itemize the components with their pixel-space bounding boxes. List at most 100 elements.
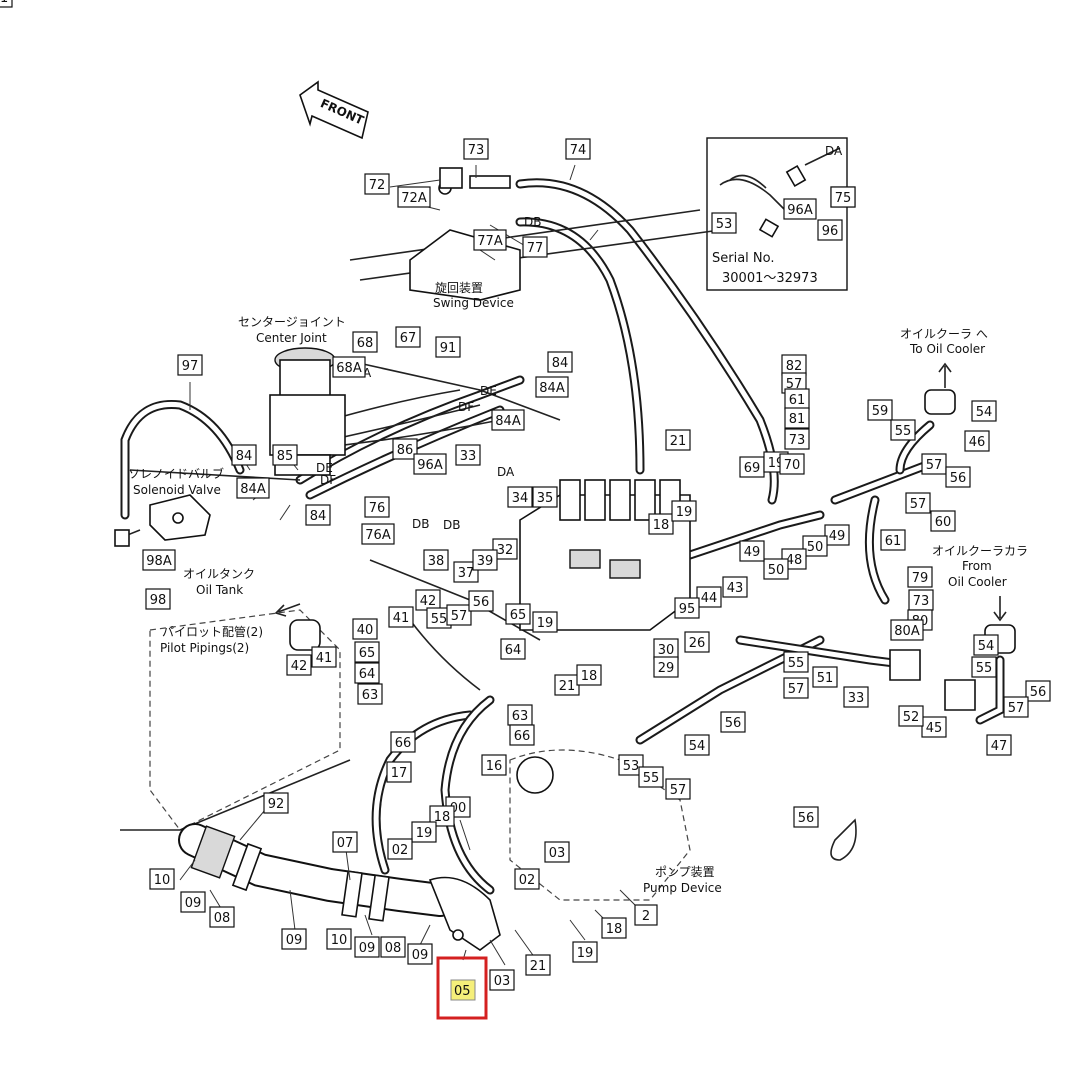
part-callout[interactable]: 18 xyxy=(429,805,455,827)
part-callout[interactable]: 77 xyxy=(522,236,548,258)
part-callout[interactable]: 96A xyxy=(783,198,817,220)
part-callout[interactable]: 56 xyxy=(1025,680,1051,702)
part-callout[interactable]: 56 xyxy=(793,806,819,828)
part-callout[interactable]: 92 xyxy=(263,792,289,814)
part-callout[interactable]: 98 xyxy=(145,588,171,610)
part-callout[interactable]: 57 xyxy=(921,453,947,475)
part-callout[interactable]: 52 xyxy=(898,705,924,727)
part-callout[interactable]: 01 xyxy=(0,0,13,8)
part-callout[interactable]: 02 xyxy=(514,868,540,890)
part-callout[interactable]: 98A xyxy=(142,549,176,571)
part-callout[interactable]: 50 xyxy=(763,558,789,580)
part-callout[interactable]: 47 xyxy=(986,734,1012,756)
part-callout[interactable]: 84 xyxy=(231,444,257,466)
part-callout[interactable]: 54 xyxy=(971,400,997,422)
part-callout[interactable]: 70 xyxy=(779,453,805,475)
part-callout[interactable]: 77A xyxy=(473,229,507,251)
part-callout[interactable]: 54 xyxy=(973,634,999,656)
part-callout[interactable]: 63 xyxy=(507,704,533,726)
part-callout[interactable]: 10 xyxy=(326,928,352,950)
part-callout[interactable]: 44 xyxy=(696,586,722,608)
part-callout[interactable]: 80A xyxy=(890,619,924,641)
part-callout[interactable]: 67 xyxy=(395,326,421,348)
part-callout[interactable]: 95 xyxy=(674,597,700,619)
part-callout[interactable]: 69 xyxy=(739,456,765,478)
part-callout[interactable]: 45 xyxy=(921,716,947,738)
part-callout[interactable]: 19 xyxy=(572,941,598,963)
part-callout[interactable]: 53 xyxy=(711,212,737,234)
part-callout[interactable]: 55 xyxy=(971,656,997,678)
part-callout[interactable]: 07 xyxy=(332,831,358,853)
part-callout[interactable]: 2 xyxy=(634,904,658,926)
part-callout[interactable]: 03 xyxy=(544,841,570,863)
part-callout[interactable]: 19 xyxy=(532,611,558,633)
part-callout[interactable]: 39 xyxy=(472,549,498,571)
part-callout[interactable]: 26 xyxy=(684,631,710,653)
part-callout[interactable]: 65 xyxy=(354,641,380,663)
part-callout[interactable]: 19 xyxy=(411,821,437,843)
part-callout[interactable]: 33 xyxy=(843,686,869,708)
part-callout[interactable]: 64 xyxy=(354,662,380,684)
part-callout[interactable]: 82 xyxy=(781,354,807,376)
part-callout[interactable]: 09 xyxy=(281,928,307,950)
part-callout[interactable]: 59 xyxy=(867,399,893,421)
part-callout[interactable]: 68A xyxy=(332,356,366,378)
part-callout[interactable]: 21 xyxy=(525,954,551,976)
part-callout[interactable]: 66 xyxy=(390,731,416,753)
part-callout[interactable]: 56 xyxy=(720,711,746,733)
part-callout[interactable]: 57 xyxy=(665,778,691,800)
part-callout[interactable]: 57 xyxy=(905,492,931,514)
part-callout[interactable]: 37 xyxy=(453,561,479,583)
part-callout[interactable]: 17 xyxy=(386,761,412,783)
part-callout[interactable]: 66 xyxy=(509,724,535,746)
part-callout[interactable]: 76A xyxy=(361,523,395,545)
part-callout[interactable]: 91 xyxy=(435,336,461,358)
part-callout[interactable]: 61 xyxy=(880,529,906,551)
part-callout[interactable]: 73 xyxy=(784,428,810,450)
part-callout[interactable]: 85 xyxy=(272,444,298,466)
part-callout[interactable]: 21 xyxy=(554,674,580,696)
part-callout[interactable]: 84 xyxy=(305,504,331,526)
part-callout[interactable]: 18 xyxy=(648,513,674,535)
part-callout[interactable]: 34 xyxy=(507,486,533,508)
part-callout[interactable]: 19 xyxy=(671,500,697,522)
part-callout[interactable]: 57 xyxy=(446,604,472,626)
part-callout[interactable]: 41 xyxy=(311,646,337,668)
part-callout[interactable]: 54 xyxy=(684,734,710,756)
part-callout[interactable]: 81 xyxy=(784,407,810,429)
part-callout[interactable]: 75 xyxy=(830,186,856,208)
part-callout[interactable]: 68 xyxy=(352,331,378,353)
part-callout[interactable]: 84 xyxy=(547,351,573,373)
part-callout[interactable]: 60 xyxy=(930,510,956,532)
part-callout[interactable]: 46 xyxy=(964,430,990,452)
part-callout[interactable]: 49 xyxy=(739,540,765,562)
part-callout[interactable]: 03 xyxy=(489,969,515,991)
part-callout[interactable]: 57 xyxy=(781,372,807,394)
part-callout[interactable]: 43 xyxy=(722,576,748,598)
part-callout[interactable]: 96A xyxy=(413,453,447,475)
part-callout[interactable]: 35 xyxy=(532,486,558,508)
part-callout[interactable]: 84A xyxy=(535,376,569,398)
part-callout[interactable]: 50 xyxy=(802,535,828,557)
part-callout[interactable]: 96 xyxy=(817,219,843,241)
part-callout[interactable]: 72 xyxy=(364,173,390,195)
part-callout[interactable]: 73 xyxy=(908,589,934,611)
part-callout[interactable]: 84A xyxy=(491,409,525,431)
part-callout[interactable]: 61 xyxy=(784,388,810,410)
part-callout[interactable]: 84A xyxy=(236,477,270,499)
part-callout[interactable]: 08 xyxy=(380,936,406,958)
part-callout[interactable]: 32 xyxy=(492,538,518,560)
part-callout[interactable]: 29 xyxy=(653,656,679,678)
part-callout[interactable]: 56 xyxy=(468,590,494,612)
part-callout[interactable]: 18 xyxy=(601,917,627,939)
part-callout[interactable]: 08 xyxy=(209,906,235,928)
part-callout[interactable]: 73 xyxy=(463,138,489,160)
part-callout[interactable]: 40 xyxy=(352,618,378,640)
part-callout[interactable]: 86 xyxy=(392,438,418,460)
part-callout[interactable]: 55 xyxy=(890,419,916,441)
part-callout[interactable]: 16 xyxy=(481,754,507,776)
part-callout[interactable]: 56 xyxy=(945,466,971,488)
part-callout[interactable]: 97 xyxy=(177,354,203,376)
part-callout[interactable]: 57 xyxy=(1003,696,1029,718)
part-callout[interactable]: 30 xyxy=(653,638,679,660)
